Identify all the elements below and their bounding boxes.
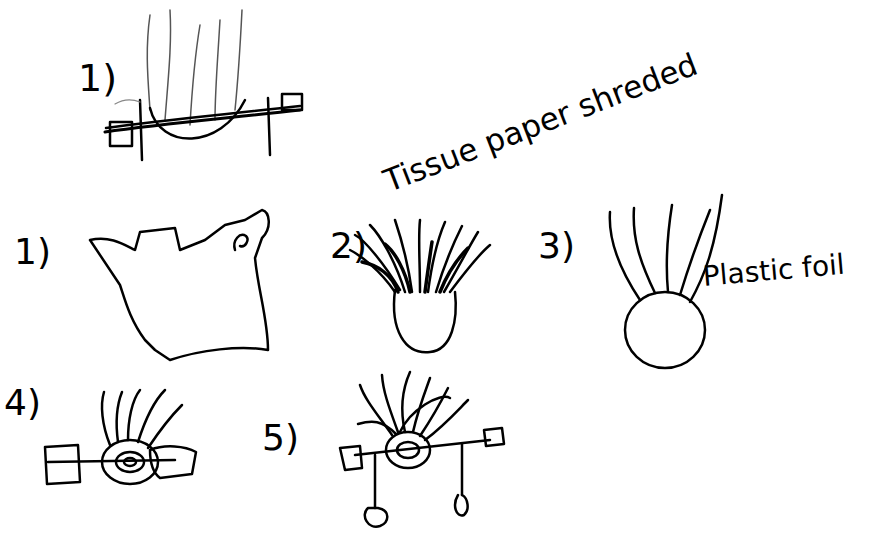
callout-number: 1) [78,58,117,100]
callout-number: 3) [538,226,575,266]
puppet-figure [340,372,504,527]
callout-number: 5) [262,418,299,458]
shredded-bundle [350,220,490,352]
callout-number: 1) [14,232,51,272]
material-label: Plastic foil [702,250,846,293]
sheet-fold [234,235,247,250]
note-text: Tissue paper shreded [379,47,702,198]
tissue-sheet [90,210,269,360]
callout-number: 2) [330,226,367,266]
callout-number: 4) [4,383,41,423]
ball-on-rod [45,390,196,484]
strips-on-rod [105,10,302,160]
